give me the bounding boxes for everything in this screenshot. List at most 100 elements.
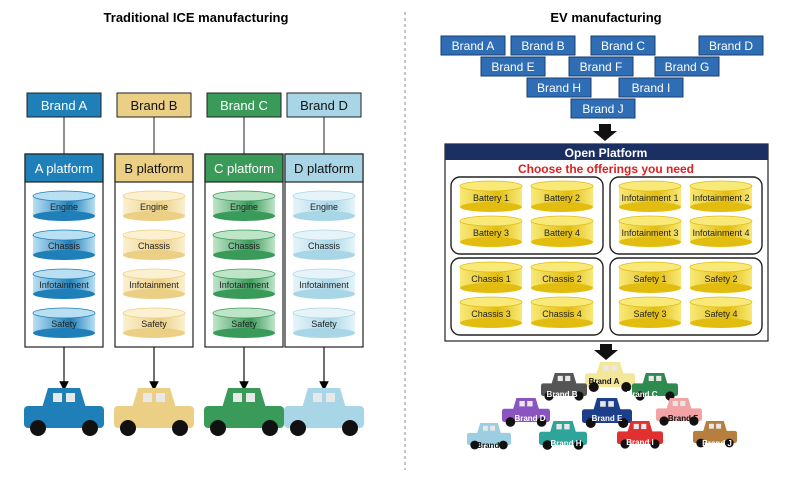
offering-cylinder <box>689 296 753 328</box>
offering-group-4: Safety 1 Safety 2 Safety 3 Safety 4 <box>609 257 763 336</box>
ev-brand-box: Brand F <box>568 56 634 77</box>
component-label: Chassis <box>228 241 261 251</box>
component-label: Infotainment <box>219 280 269 290</box>
down-arrow-cars <box>594 344 618 360</box>
offering-group-3: Chassis 1 Chassis 2 Chassis 3 Chassis 4 <box>450 257 604 336</box>
brand-box <box>286 92 362 118</box>
offering-label: Safety 1 <box>633 274 666 284</box>
offering-cylinder <box>618 180 682 212</box>
platform-header <box>24 153 104 183</box>
open-platform-header <box>445 144 768 160</box>
offering-label: Safety 3 <box>633 309 666 319</box>
component-label: Engine <box>140 202 168 212</box>
offering-label: Battery 2 <box>544 193 580 203</box>
ev-car-label: Brand E <box>592 414 623 423</box>
car-icon <box>693 421 737 448</box>
offering-label: Infotainment 2 <box>692 193 749 203</box>
offering-label: Chassis 1 <box>471 274 511 284</box>
component-label: Safety <box>231 319 257 329</box>
offering-cylinder <box>689 215 753 247</box>
offering-cylinder <box>530 296 594 328</box>
brand-label: Brand D <box>300 98 348 113</box>
component-cylinder <box>292 307 356 338</box>
offering-cylinder <box>459 215 523 247</box>
car-icon <box>632 373 678 401</box>
ev-car-2: Brand B <box>541 373 587 401</box>
down-arrow <box>593 124 617 141</box>
ev-brand-label: Brand F <box>580 60 623 74</box>
component-cylinder <box>122 268 186 299</box>
ev-brand-label: Brand I <box>632 81 671 95</box>
offering-label: Chassis 4 <box>542 309 582 319</box>
ev-brand-box: Brand I <box>618 77 684 98</box>
offering-label: Safety 2 <box>704 274 737 284</box>
ev-brand-label: Brand H <box>537 81 581 95</box>
ev-car-5: Brand E <box>582 398 632 428</box>
car-icon <box>502 398 550 427</box>
platform-column-3: Brand CC platformEngineChassisInfotainme… <box>204 92 284 436</box>
ev-brand-label: Brand B <box>521 39 564 53</box>
offering-cylinder <box>459 296 523 328</box>
car-icon <box>204 388 284 436</box>
offering-label: Safety 4 <box>704 309 737 319</box>
platform-column-1: Brand AA platformEngineChassisInfotainme… <box>24 92 104 436</box>
platform-header <box>204 153 284 183</box>
car-icon <box>585 362 635 392</box>
ev-brand-box: Brand B <box>510 35 576 56</box>
platform-label: A platform <box>35 161 94 176</box>
platform-label: B platform <box>124 161 183 176</box>
ev-car-10: Brand J <box>693 421 737 448</box>
ev-car-label: Brand G <box>476 441 508 450</box>
component-label: Infotainment <box>299 280 349 290</box>
ev-car-label: Brand A <box>589 377 620 386</box>
component-label: Engine <box>50 202 78 212</box>
ev-car-label: Brand D <box>514 414 545 423</box>
component-cylinder <box>32 307 96 338</box>
ev-brand-box: Brand E <box>480 56 546 77</box>
component-label: Safety <box>141 319 167 329</box>
ev-car-label: Brand I <box>626 438 654 447</box>
ev-car-label: Brand H <box>550 439 581 448</box>
car-icon <box>114 388 194 436</box>
component-cylinder <box>292 229 356 260</box>
ev-brand-label: Brand J <box>582 102 623 116</box>
component-label: Chassis <box>308 241 341 251</box>
component-cylinder <box>292 268 356 299</box>
component-cylinder <box>212 268 276 299</box>
brand-label: Brand C <box>220 98 268 113</box>
platform-header <box>284 153 364 183</box>
platform-header <box>114 153 194 183</box>
ev-brand-label: Brand G <box>665 60 710 74</box>
platform-column-2: Brand BB platformEngineChassisInfotainme… <box>114 92 194 436</box>
offering-cylinder <box>689 261 753 293</box>
car-icon <box>656 398 702 426</box>
component-cylinder <box>122 190 186 221</box>
ev-car-4: Brand D <box>502 398 550 427</box>
open-platform-title: Open Platform <box>565 146 648 160</box>
component-label: Safety <box>311 319 337 329</box>
platform-label: C platform <box>214 161 274 176</box>
left-section: Brand AA platformEngineChassisInfotainme… <box>24 92 364 436</box>
component-cylinder <box>32 268 96 299</box>
offering-label: Infotainment 3 <box>621 228 678 238</box>
ev-brand-box: Brand G <box>654 56 720 77</box>
ev-brand-box: Brand J <box>570 98 636 119</box>
ev-brand-box: Brand H <box>526 77 592 98</box>
offering-label: Chassis 2 <box>542 274 582 284</box>
offering-cylinder <box>618 296 682 328</box>
offering-cylinder <box>530 180 594 212</box>
open-platform-subtitle: Choose the offerings you need <box>518 162 694 176</box>
component-label: Chassis <box>138 241 171 251</box>
ev-car-label: Brand C <box>626 390 657 399</box>
offering-label: Chassis 3 <box>471 309 511 319</box>
component-cylinder <box>212 190 276 221</box>
ev-car-1: Brand A <box>585 362 635 392</box>
left-title: Traditional ICE manufacturing <box>104 10 289 25</box>
car-icon <box>541 373 587 401</box>
offering-label: Battery 4 <box>544 228 580 238</box>
component-label: Safety <box>51 319 77 329</box>
